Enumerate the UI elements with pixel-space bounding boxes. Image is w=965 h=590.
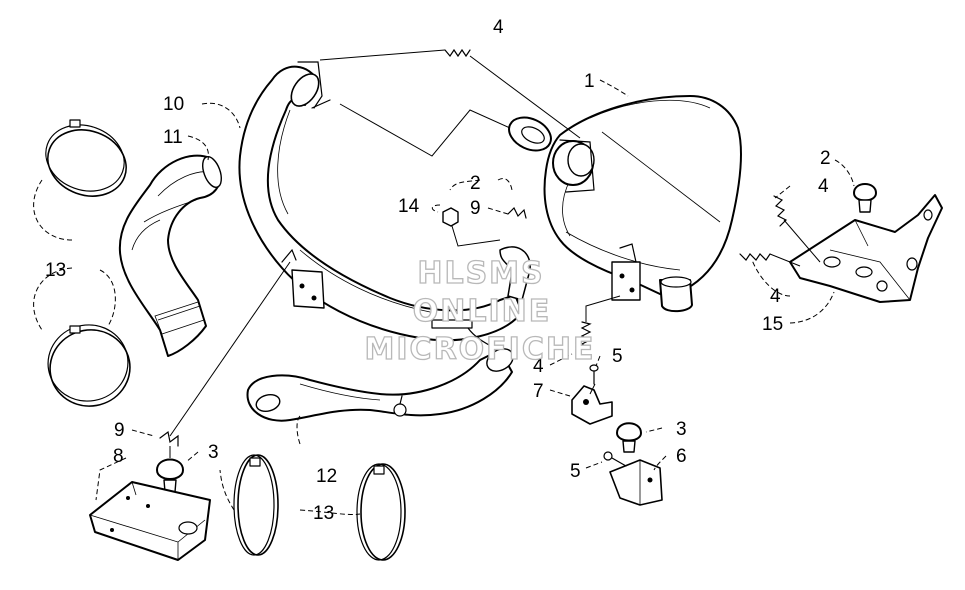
callout-11: 11 [163,127,183,148]
spring-right-lower [739,253,771,261]
mount-bracket-right [789,194,943,303]
callout-10: 10 [163,94,184,115]
exhaust-manifold [238,61,531,361]
gasket [508,116,552,152]
bracket-6 [609,459,663,506]
spring-9-upper [507,206,527,219]
callout-5-lower: 5 [570,461,581,482]
spring-center [580,321,592,349]
callout-4-right-upper: 4 [818,176,829,197]
intake-duct [118,154,222,357]
callout-4-top: 4 [493,17,504,38]
callout-12: 12 [316,466,337,487]
clamp-bottom [233,454,406,561]
callout-5-upper: 5 [612,346,623,367]
nut-14 [442,207,459,227]
callout-labels: 4 1 10 11 2 2 4 14 9 13 4 15 5 4 7 9 3 3… [45,17,831,524]
callout-2: 2 [470,173,481,194]
spring-9-lower [159,430,179,447]
callout-8: 8 [113,446,124,467]
callout-7: 7 [533,381,544,402]
grommet-lower-center [616,422,642,453]
callout-6: 6 [676,446,687,467]
bolt-5-upper [589,364,599,385]
callout-9-upper: 9 [470,198,481,219]
grommet-upper-right [853,183,877,213]
connector-lines [33,79,855,515]
watermark: HLSMS ONLINE MICROFICHE [364,255,596,367]
callout-4-center: 4 [533,356,544,377]
spring-right-upper [773,195,788,227]
callout-13-bottom: 13 [313,503,334,524]
heat-shield-plate [89,481,211,561]
callout-4-right-lower: 4 [770,286,781,307]
spring-top [444,48,471,58]
exhaust-pipe [246,348,514,422]
watermark-line-2: ONLINE [413,294,552,329]
callout-3-lower-center: 3 [676,419,687,440]
callout-9-lower: 9 [114,420,125,441]
callout-15: 15 [762,314,783,335]
callout-14: 14 [398,196,420,217]
callout-13-left: 13 [45,260,66,281]
watermark-line-1: HLSMS [417,256,544,291]
callout-1: 1 [584,71,595,92]
muffler [543,95,742,313]
callout-3-upper: 2 [820,148,831,169]
assembly-lines [169,49,821,458]
grommet-left [156,458,184,493]
callout-3-left: 3 [208,442,219,463]
bracket-7 [571,385,613,425]
watermark-line-3: MICROFICHE [365,332,596,367]
bolt-5-lower [603,451,627,467]
clamp-left [45,119,131,407]
